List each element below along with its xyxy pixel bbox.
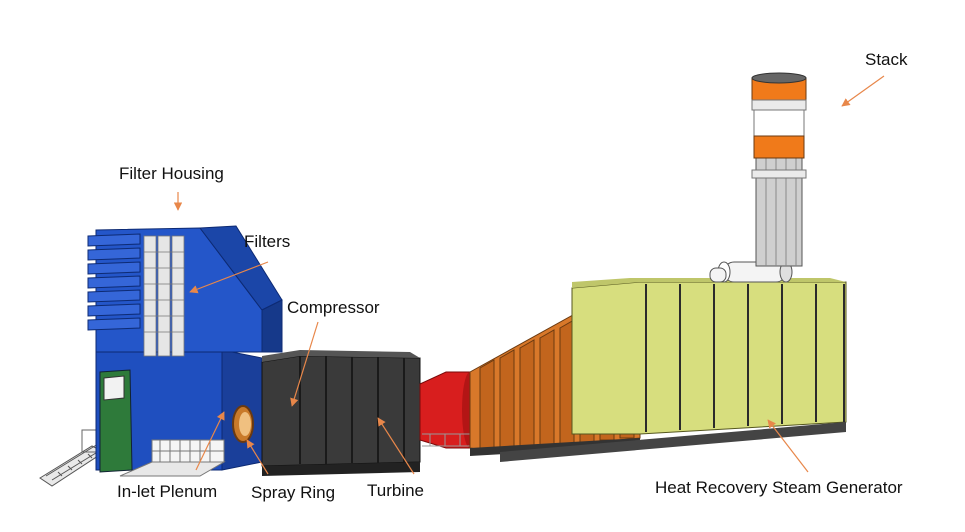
label-spray-ring: Spray Ring	[251, 483, 335, 503]
label-stack: Stack	[865, 50, 908, 70]
spray-ring-graphic	[233, 406, 253, 442]
compressor-turbine-enclosure	[262, 350, 420, 476]
filter-cartridges	[144, 236, 184, 356]
filter-housing	[40, 226, 282, 486]
exhaust-stack	[752, 73, 806, 266]
label-turbine: Turbine	[367, 481, 424, 501]
arrow-stack	[842, 76, 884, 106]
label-hrsg: Heat Recovery Steam Generator	[655, 478, 903, 498]
label-inlet-plenum: In-let Plenum	[117, 482, 217, 502]
access-stairs	[40, 430, 104, 486]
label-filter-housing: Filter Housing	[119, 164, 224, 184]
label-filters: Filters	[244, 232, 290, 252]
label-compressor: Compressor	[287, 298, 380, 318]
